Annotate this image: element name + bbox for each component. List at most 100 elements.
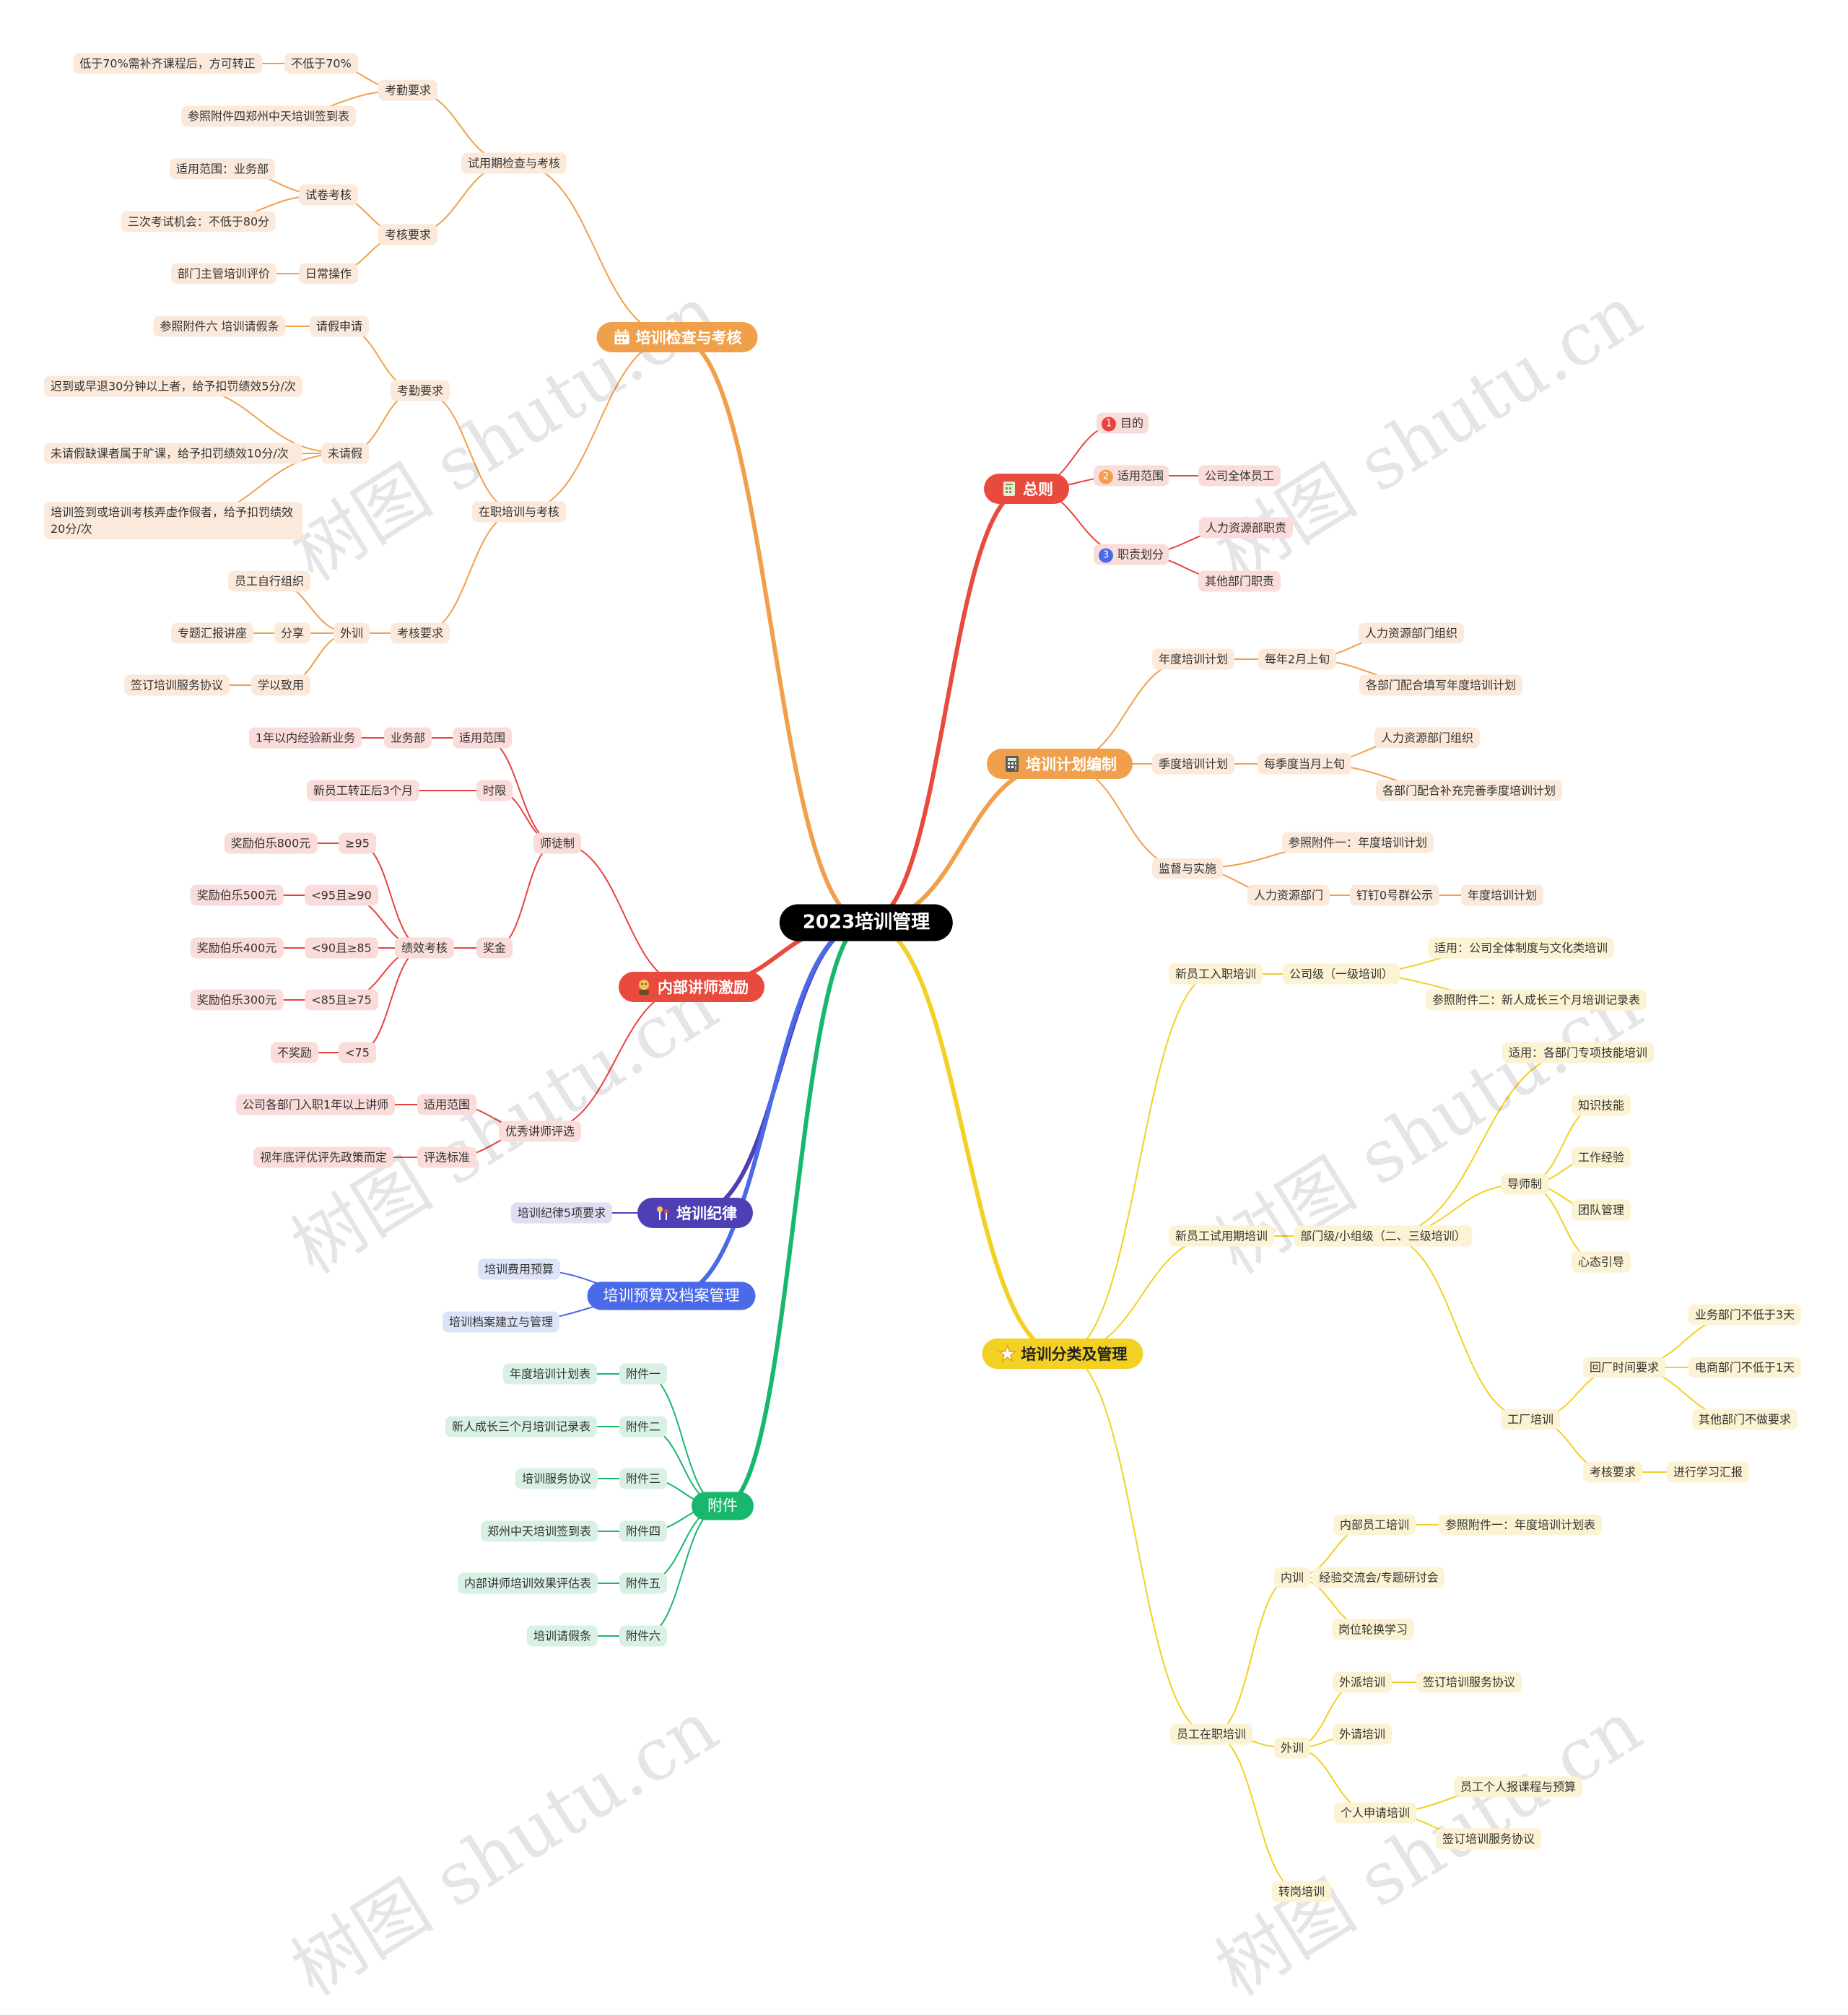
topic-node[interactable]: 回厂时间要求 (1582, 1357, 1666, 1378)
topic-node[interactable]: 优秀讲师评选 (498, 1120, 582, 1142)
topic-node[interactable]: 培训请假条 (526, 1625, 598, 1647)
topic-node[interactable]: 导师制 (1500, 1173, 1549, 1195)
topic-node[interactable]: 附件五 (619, 1572, 668, 1594)
topic-node[interactable]: 奖励伯乐800元 (224, 832, 318, 854)
topic-node[interactable]: 新员工试用期培训 (1168, 1225, 1275, 1247)
topic-node[interactable]: 外派培训 (1332, 1671, 1392, 1693)
topic-node[interactable]: 年度培训计划 (1151, 648, 1235, 670)
topic-node[interactable]: 公司全体员工 (1198, 465, 1281, 487)
topic-node[interactable]: 员工自行组织 (227, 570, 311, 592)
branch-node[interactable]: 培训分类及管理 (982, 1339, 1143, 1369)
topic-node[interactable]: 在职培训与考核 (471, 501, 567, 523)
topic-node[interactable]: 请假申请 (309, 315, 370, 337)
topic-node[interactable]: 时限 (476, 780, 513, 801)
topic-node[interactable]: 分享 (274, 622, 311, 644)
topic-node[interactable]: 迟到或早退30分钟以上者，给予扣罚绩效5分/次 (44, 375, 302, 397)
topic-node[interactable]: 季度培训计划 (1151, 753, 1235, 775)
topic-node[interactable]: 培训服务协议 (515, 1468, 598, 1489)
topic-node[interactable]: 外训 (1273, 1737, 1311, 1759)
topic-node[interactable]: 新员工转正后3个月 (306, 780, 420, 801)
topic-node[interactable]: 签订培训服务协议 (123, 674, 230, 696)
topic-node[interactable]: 新人成长三个月培训记录表 (445, 1416, 598, 1437)
branch-node[interactable]: 培训检查与考核 (596, 322, 758, 352)
topic-node[interactable]: 各部门配合填写年度培训计划 (1359, 674, 1523, 696)
topic-node[interactable]: 不低于70% (284, 53, 358, 74)
topic-node[interactable]: 每季度当月上旬 (1257, 753, 1352, 775)
topic-node[interactable]: 奖励伯乐300元 (190, 989, 284, 1011)
topic-node[interactable]: 其他部门不做要求 (1691, 1409, 1798, 1430)
topic-node[interactable]: 内训 (1273, 1567, 1311, 1588)
topic-node[interactable]: 年度培训计划 (1460, 884, 1544, 906)
topic-node[interactable]: 知识技能 (1571, 1094, 1631, 1116)
branch-node[interactable]: 培训纪律 (637, 1198, 753, 1228)
topic-node[interactable]: 低于70%需补齐课程后，方可转正 (73, 53, 262, 74)
topic-node[interactable]: 业务部门不低于3天 (1688, 1304, 1802, 1326)
root-node[interactable]: 2023培训管理 (779, 904, 954, 941)
topic-node[interactable]: ≥95 (339, 832, 376, 854)
topic-node[interactable]: 附件二 (619, 1416, 668, 1437)
topic-node[interactable]: <75 (339, 1042, 376, 1063)
topic-node[interactable]: 部门级/小组级（二、三级培训） (1294, 1225, 1473, 1247)
topic-node[interactable]: 附件三 (619, 1468, 668, 1489)
topic-node[interactable]: 绩效考核 (394, 937, 455, 959)
topic-node[interactable]: 考核要求 (1582, 1461, 1643, 1483)
topic-node[interactable]: 监督与实施 (1151, 858, 1224, 879)
topic-node[interactable]: 工厂培训 (1500, 1409, 1561, 1430)
topic-node[interactable]: 适用：各部门专项技能培训 (1502, 1042, 1655, 1063)
topic-node[interactable]: 未请假缺课者属于旷课，给予扣罚绩效10分/次 (44, 443, 302, 464)
topic-node[interactable]: 适用范围 (452, 727, 513, 749)
topic-node[interactable]: 奖金 (476, 937, 513, 959)
topic-node[interactable]: 新员工入职培训 (1168, 963, 1263, 985)
topic-node[interactable]: 适用范围：业务部 (169, 158, 276, 180)
topic-node[interactable]: 不奖励 (270, 1042, 319, 1063)
topic-node[interactable]: 电商部门不低于1天 (1688, 1357, 1802, 1378)
topic-node[interactable]: 试卷考核 (298, 184, 359, 206)
topic-node[interactable]: 人力资源部门 (1247, 884, 1330, 906)
topic-node[interactable]: 学以致用 (250, 674, 311, 696)
topic-node[interactable]: 试用期检查与考核 (461, 152, 567, 174)
topic-node[interactable]: 附件四 (619, 1520, 668, 1542)
topic-node[interactable]: 附件一 (619, 1363, 668, 1385)
topic-node[interactable]: 专题汇报讲座 (170, 622, 254, 644)
topic-node[interactable]: 年度培训计划表 (502, 1363, 598, 1385)
topic-node[interactable]: 其他部门职责 (1198, 570, 1281, 592)
topic-node[interactable]: 团队管理 (1571, 1199, 1631, 1221)
topic-node[interactable]: 郑州中天培训签到表 (480, 1520, 598, 1542)
topic-node[interactable]: 师徒制 (533, 832, 582, 854)
branch-node[interactable]: 内部讲师激励 (619, 972, 764, 1002)
topic-node[interactable]: 培训签到或培训考核弄虚作假者，给予扣罚绩效20分/次 (44, 502, 302, 539)
topic-node[interactable]: 三次考试机会：不低于80分 (121, 211, 276, 232)
topic-node[interactable]: 适用范围 (417, 1094, 477, 1115)
topic-node[interactable]: 参照附件一：年度培训计划 (1281, 832, 1434, 853)
topic-node[interactable]: 转岗培训 (1271, 1881, 1332, 1902)
topic-node[interactable]: 每年2月上旬 (1258, 648, 1337, 670)
topic-node[interactable]: 参照附件六 培训请假条 (153, 315, 286, 337)
topic-node[interactable]: 未请假 (321, 443, 370, 464)
topic-node[interactable]: 人力资源部职责 (1198, 517, 1294, 539)
topic-node[interactable]: 外请培训 (1332, 1723, 1392, 1745)
topic-node[interactable]: 员工在职培训 (1169, 1723, 1253, 1745)
topic-node[interactable]: 工作经验 (1571, 1146, 1631, 1168)
topic-node[interactable]: 参照附件四郑州中天培训签到表 (180, 105, 357, 127)
topic-node[interactable]: 钉钉0号群公示 (1349, 884, 1440, 906)
topic-node[interactable]: 培训费用预算 (477, 1258, 561, 1280)
topic-node[interactable]: 签订培训服务协议 (1416, 1671, 1522, 1693)
topic-node[interactable]: 进行学习汇报 (1666, 1461, 1750, 1483)
topic-node[interactable]: 评选标准 (417, 1146, 477, 1168)
topic-node[interactable]: 人力资源部门组织 (1358, 622, 1465, 644)
topic-node[interactable]: 视年底评优评先政策而定 (253, 1146, 394, 1168)
branch-node[interactable]: 总则 (984, 474, 1069, 504)
branch-node[interactable]: 培训预算及档案管理 (587, 1281, 756, 1310)
topic-node[interactable]: 人力资源部门组织 (1374, 727, 1481, 749)
topic-node[interactable]: <85且≥75 (305, 989, 378, 1011)
topic-node[interactable]: 考核要求 (390, 622, 450, 644)
topic-node[interactable]: 适用：公司全体制度与文化类培训 (1427, 937, 1615, 959)
topic-node[interactable]: <95且≥90 (305, 884, 378, 906)
topic-node[interactable]: 员工个人报课程与预算 (1453, 1776, 1583, 1798)
topic-node[interactable]: 各部门配合补充完善季度培训计划 (1375, 780, 1563, 801)
topic-node[interactable]: 公司各部门入职1年以上讲师 (235, 1094, 396, 1115)
topic-node[interactable]: 内部员工培训 (1333, 1514, 1416, 1536)
topic-node[interactable]: 个人申请培训 (1333, 1802, 1417, 1824)
